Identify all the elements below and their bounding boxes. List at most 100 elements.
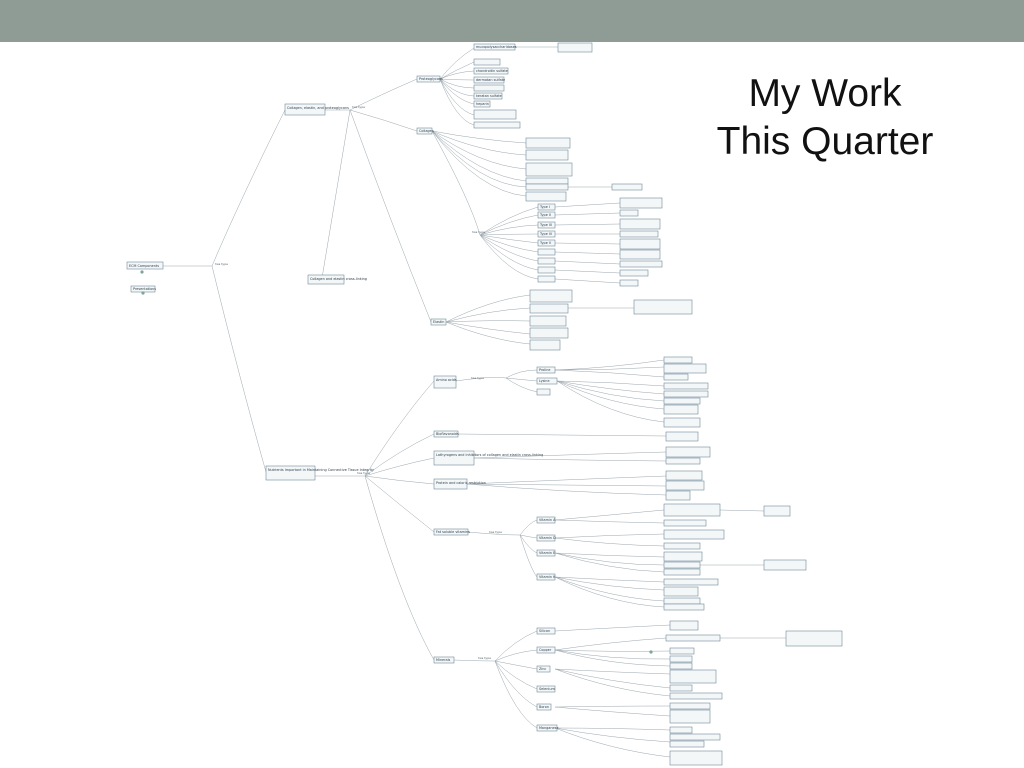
node-box[interactable] xyxy=(537,248,556,256)
node-box[interactable] xyxy=(669,726,693,734)
node-fat-soluble-vitamins[interactable]: Fat soluble vitamins xyxy=(433,528,470,536)
node-collagen-elastin-proteoglycans[interactable]: Collagen, elastin, and proteoglycans xyxy=(284,103,349,116)
node-box[interactable] xyxy=(473,109,517,120)
node-box[interactable] xyxy=(537,266,556,274)
node-box[interactable] xyxy=(665,480,705,491)
node-box[interactable] xyxy=(669,740,705,748)
node-box[interactable] xyxy=(525,177,569,185)
node-copper[interactable]: Copper xyxy=(536,646,556,654)
node-box[interactable] xyxy=(537,257,556,265)
expand-icon[interactable] xyxy=(140,270,144,274)
node-heparin[interactable]: heparin xyxy=(473,100,491,108)
node-vitamin-d[interactable]: Vitamin D xyxy=(536,534,556,542)
node-box[interactable] xyxy=(669,620,699,631)
node-box[interactable] xyxy=(669,692,723,700)
node-type-ii[interactable]: Type II xyxy=(537,211,556,219)
node-manganese[interactable]: Manganese xyxy=(536,724,558,732)
node-box[interactable] xyxy=(763,559,807,571)
node-box[interactable] xyxy=(663,356,693,364)
node-lathyrogens[interactable]: Lathyrogens and inhibitors of collagen a… xyxy=(433,450,543,466)
node-box[interactable] xyxy=(619,230,659,238)
node-zinc[interactable]: Zinc xyxy=(536,665,551,673)
node-box[interactable] xyxy=(663,390,709,398)
node-box[interactable] xyxy=(665,634,721,642)
node-silicon[interactable]: Silicon xyxy=(536,627,556,635)
node-box[interactable] xyxy=(663,404,699,415)
node-box[interactable] xyxy=(525,137,571,149)
node-box[interactable] xyxy=(525,183,569,191)
node-mucopolysaccharidoses[interactable]: mucopolysaccharidoses xyxy=(473,43,517,51)
node-box[interactable] xyxy=(473,121,521,129)
node-dermatan-sulfate[interactable]: dermatan sulfate xyxy=(473,76,505,84)
node-collagen-elastin-crosslinking[interactable]: Collagen and elastin cross-linking xyxy=(307,274,367,285)
node-type-iii[interactable]: Type III xyxy=(537,221,556,229)
node-box[interactable] xyxy=(473,84,505,92)
node-vitamin-e[interactable]: Vitamin E xyxy=(536,549,556,557)
node-box[interactable] xyxy=(663,568,701,576)
node-box[interactable] xyxy=(529,289,573,303)
node-box[interactable] xyxy=(663,397,701,405)
node-box[interactable] xyxy=(663,373,689,381)
node-chondroitin-sulfate[interactable]: chondroitin sulfate xyxy=(473,67,509,75)
node-box[interactable] xyxy=(669,684,693,692)
node-box[interactable] xyxy=(669,750,723,766)
node-box[interactable] xyxy=(669,647,695,655)
node-presentations[interactable]: Presentations xyxy=(130,285,156,293)
expand-icon[interactable] xyxy=(141,291,145,295)
node-box[interactable] xyxy=(663,503,721,517)
node-box[interactable] xyxy=(669,662,693,670)
node-proteoglycans[interactable]: Proteoglycans xyxy=(416,75,443,83)
node-box[interactable] xyxy=(619,218,661,230)
node-box[interactable] xyxy=(665,431,699,442)
node-box[interactable] xyxy=(665,470,703,481)
node-boron[interactable]: Boron xyxy=(536,703,552,711)
node-root[interactable]: ECM Components xyxy=(126,261,164,270)
node-box[interactable] xyxy=(473,58,501,66)
node-box[interactable] xyxy=(529,339,561,351)
node-box[interactable] xyxy=(663,551,703,562)
node-box[interactable] xyxy=(663,597,701,605)
node-box[interactable] xyxy=(663,603,705,611)
node-nutrients[interactable]: Nutrients Important in Maintaining Conne… xyxy=(265,465,374,481)
node-selenium[interactable]: Selenium xyxy=(536,685,556,693)
node-box[interactable] xyxy=(669,655,693,663)
node-box[interactable] xyxy=(536,388,551,396)
node-bioflavonoids[interactable]: Bioflavonoids xyxy=(433,430,459,438)
node-box[interactable] xyxy=(525,191,567,202)
node-box[interactable] xyxy=(611,183,643,191)
node-box[interactable] xyxy=(663,529,725,540)
node-box[interactable] xyxy=(669,709,711,724)
node-box[interactable] xyxy=(663,363,707,374)
node-box[interactable] xyxy=(663,561,701,569)
node-box[interactable] xyxy=(763,505,791,517)
node-box[interactable] xyxy=(619,197,663,209)
node-box[interactable] xyxy=(529,303,569,314)
node-box[interactable] xyxy=(665,457,701,465)
node-box[interactable] xyxy=(669,733,721,741)
node-box[interactable] xyxy=(619,249,661,260)
node-box[interactable] xyxy=(785,630,843,647)
node-box[interactable] xyxy=(525,149,569,161)
node-type-v[interactable]: Type V xyxy=(537,239,556,247)
node-lysine[interactable]: Lysine xyxy=(536,377,558,385)
node-box[interactable] xyxy=(557,42,593,53)
node-box[interactable] xyxy=(665,446,711,458)
node-vitamin-k[interactable]: Vitamin K xyxy=(536,573,556,581)
node-vitamin-a[interactable]: Vitamin A xyxy=(536,516,556,524)
node-amino-acids[interactable]: Amino acids xyxy=(433,375,457,389)
node-box[interactable] xyxy=(669,702,711,710)
node-box[interactable] xyxy=(537,275,556,283)
node-box[interactable] xyxy=(619,238,661,250)
node-box[interactable] xyxy=(663,586,699,597)
node-box[interactable] xyxy=(663,578,719,586)
node-box[interactable] xyxy=(619,279,639,287)
node-box[interactable] xyxy=(665,490,691,501)
node-box[interactable] xyxy=(619,269,649,277)
node-protein-caloric[interactable]: Protein and caloric restriction xyxy=(433,478,486,490)
node-box[interactable] xyxy=(663,417,701,428)
node-box[interactable] xyxy=(619,209,639,217)
node-type-i[interactable]: Type I xyxy=(537,203,556,211)
node-minerals[interactable]: Minerals xyxy=(433,656,455,664)
node-box[interactable] xyxy=(663,542,701,550)
node-keratan-sulfate[interactable]: keratan sulfate xyxy=(473,92,503,100)
